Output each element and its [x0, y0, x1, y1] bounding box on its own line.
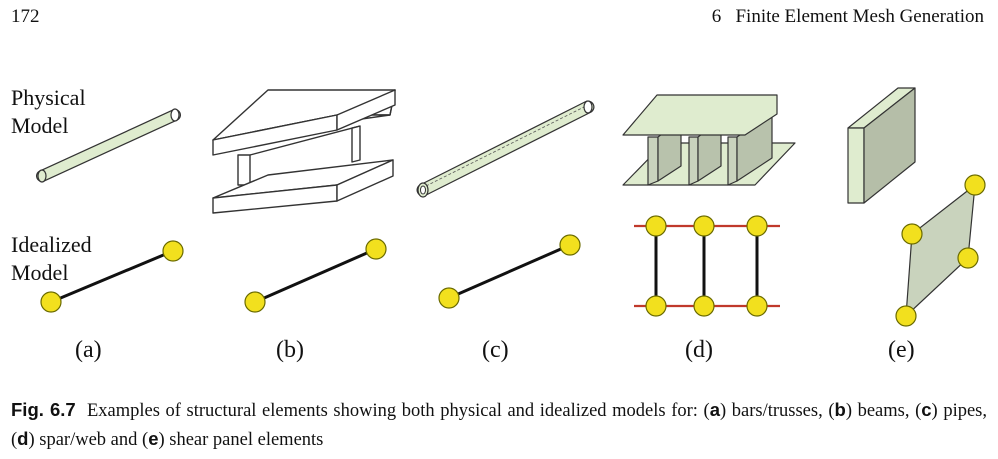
pipe-physical — [416, 100, 595, 198]
bar-idealized — [40, 240, 184, 313]
beam-idealized — [244, 238, 387, 313]
beam-physical — [212, 89, 396, 214]
panel-label-b: (b) — [276, 337, 304, 363]
panel-label-e: (e) — [888, 337, 915, 363]
panel-label-a: (a) — [75, 337, 102, 363]
figure-number: Fig. 6.7 — [11, 399, 76, 420]
node — [40, 291, 62, 313]
shear-panel-idealized — [895, 174, 986, 327]
panel-label-c: (c) — [482, 337, 509, 363]
spar-physical — [622, 94, 796, 186]
figure-caption: Fig. 6.7 Examples of structural elements… — [11, 399, 987, 450]
idealized-model-label: Idealized Model — [11, 232, 92, 285]
running-header: 6 Finite Element Mesh Generation — [711, 6, 984, 27]
node — [162, 240, 184, 262]
page-number: 172 — [11, 6, 40, 27]
panel-label-d: (d) — [685, 337, 713, 363]
physical-model-label: Physical Model — [11, 85, 86, 138]
spar-idealized — [634, 215, 780, 317]
shear-panel-physical — [847, 87, 916, 204]
bar-physical — [36, 108, 181, 183]
pipe-idealized — [438, 234, 581, 309]
